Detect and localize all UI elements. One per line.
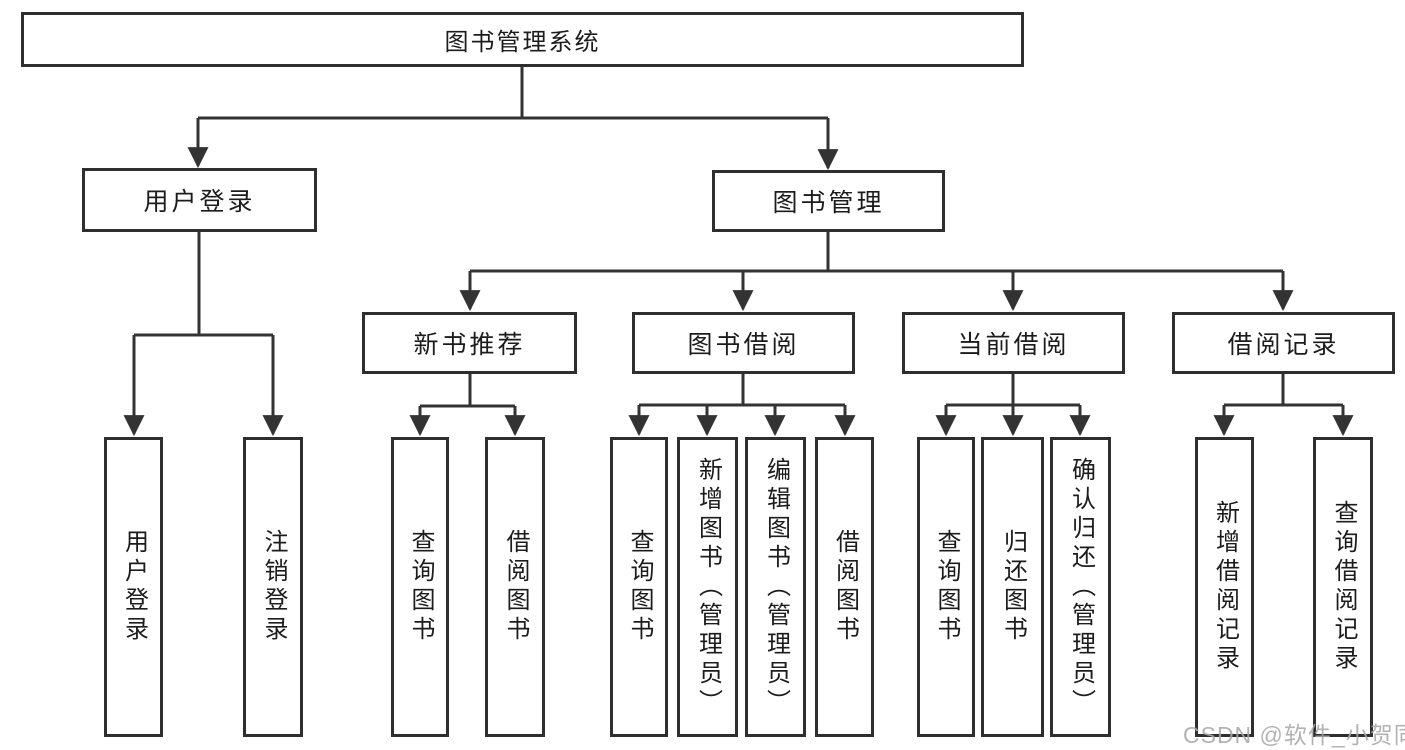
leaf-borrow-book-2: 借阅图书: [815, 437, 874, 737]
leaf-return-book: 归还图书: [981, 437, 1044, 737]
leaf-add-borrow-record: 新增借阅记录: [1195, 437, 1254, 737]
leaf-query-borrow-record: 查询借阅记录: [1313, 437, 1373, 737]
leaf-logout: 注销登录: [243, 437, 303, 737]
node-book-borrow: 图书借阅: [632, 312, 855, 374]
node-current-borrow: 当前借阅: [902, 312, 1125, 374]
leaf-query-book-1: 查询图书: [391, 437, 449, 737]
leaf-query-book-3: 查询图书: [917, 437, 975, 737]
node-library-system: 图书管理系统: [21, 12, 1024, 67]
leaf-query-book-2: 查询图书: [610, 437, 668, 737]
node-new-book-recommend: 新书推荐: [362, 312, 577, 374]
node-user-login: 用户登录: [82, 168, 317, 232]
leaf-borrow-book-1: 借阅图书: [485, 437, 545, 737]
leaf-edit-book-admin: 编辑图书（管理员）: [745, 437, 806, 737]
node-book-management: 图书管理: [712, 170, 945, 232]
leaf-user-login: 用户登录: [104, 437, 163, 737]
node-borrow-record: 借阅记录: [1172, 312, 1395, 374]
leaf-confirm-return-admin: 确认归还（管理员）: [1050, 437, 1111, 737]
leaf-add-book-admin: 新增图书（管理员）: [677, 437, 738, 737]
csdn-watermark: CSDN @软件_小贺同学: [1183, 722, 1405, 748]
